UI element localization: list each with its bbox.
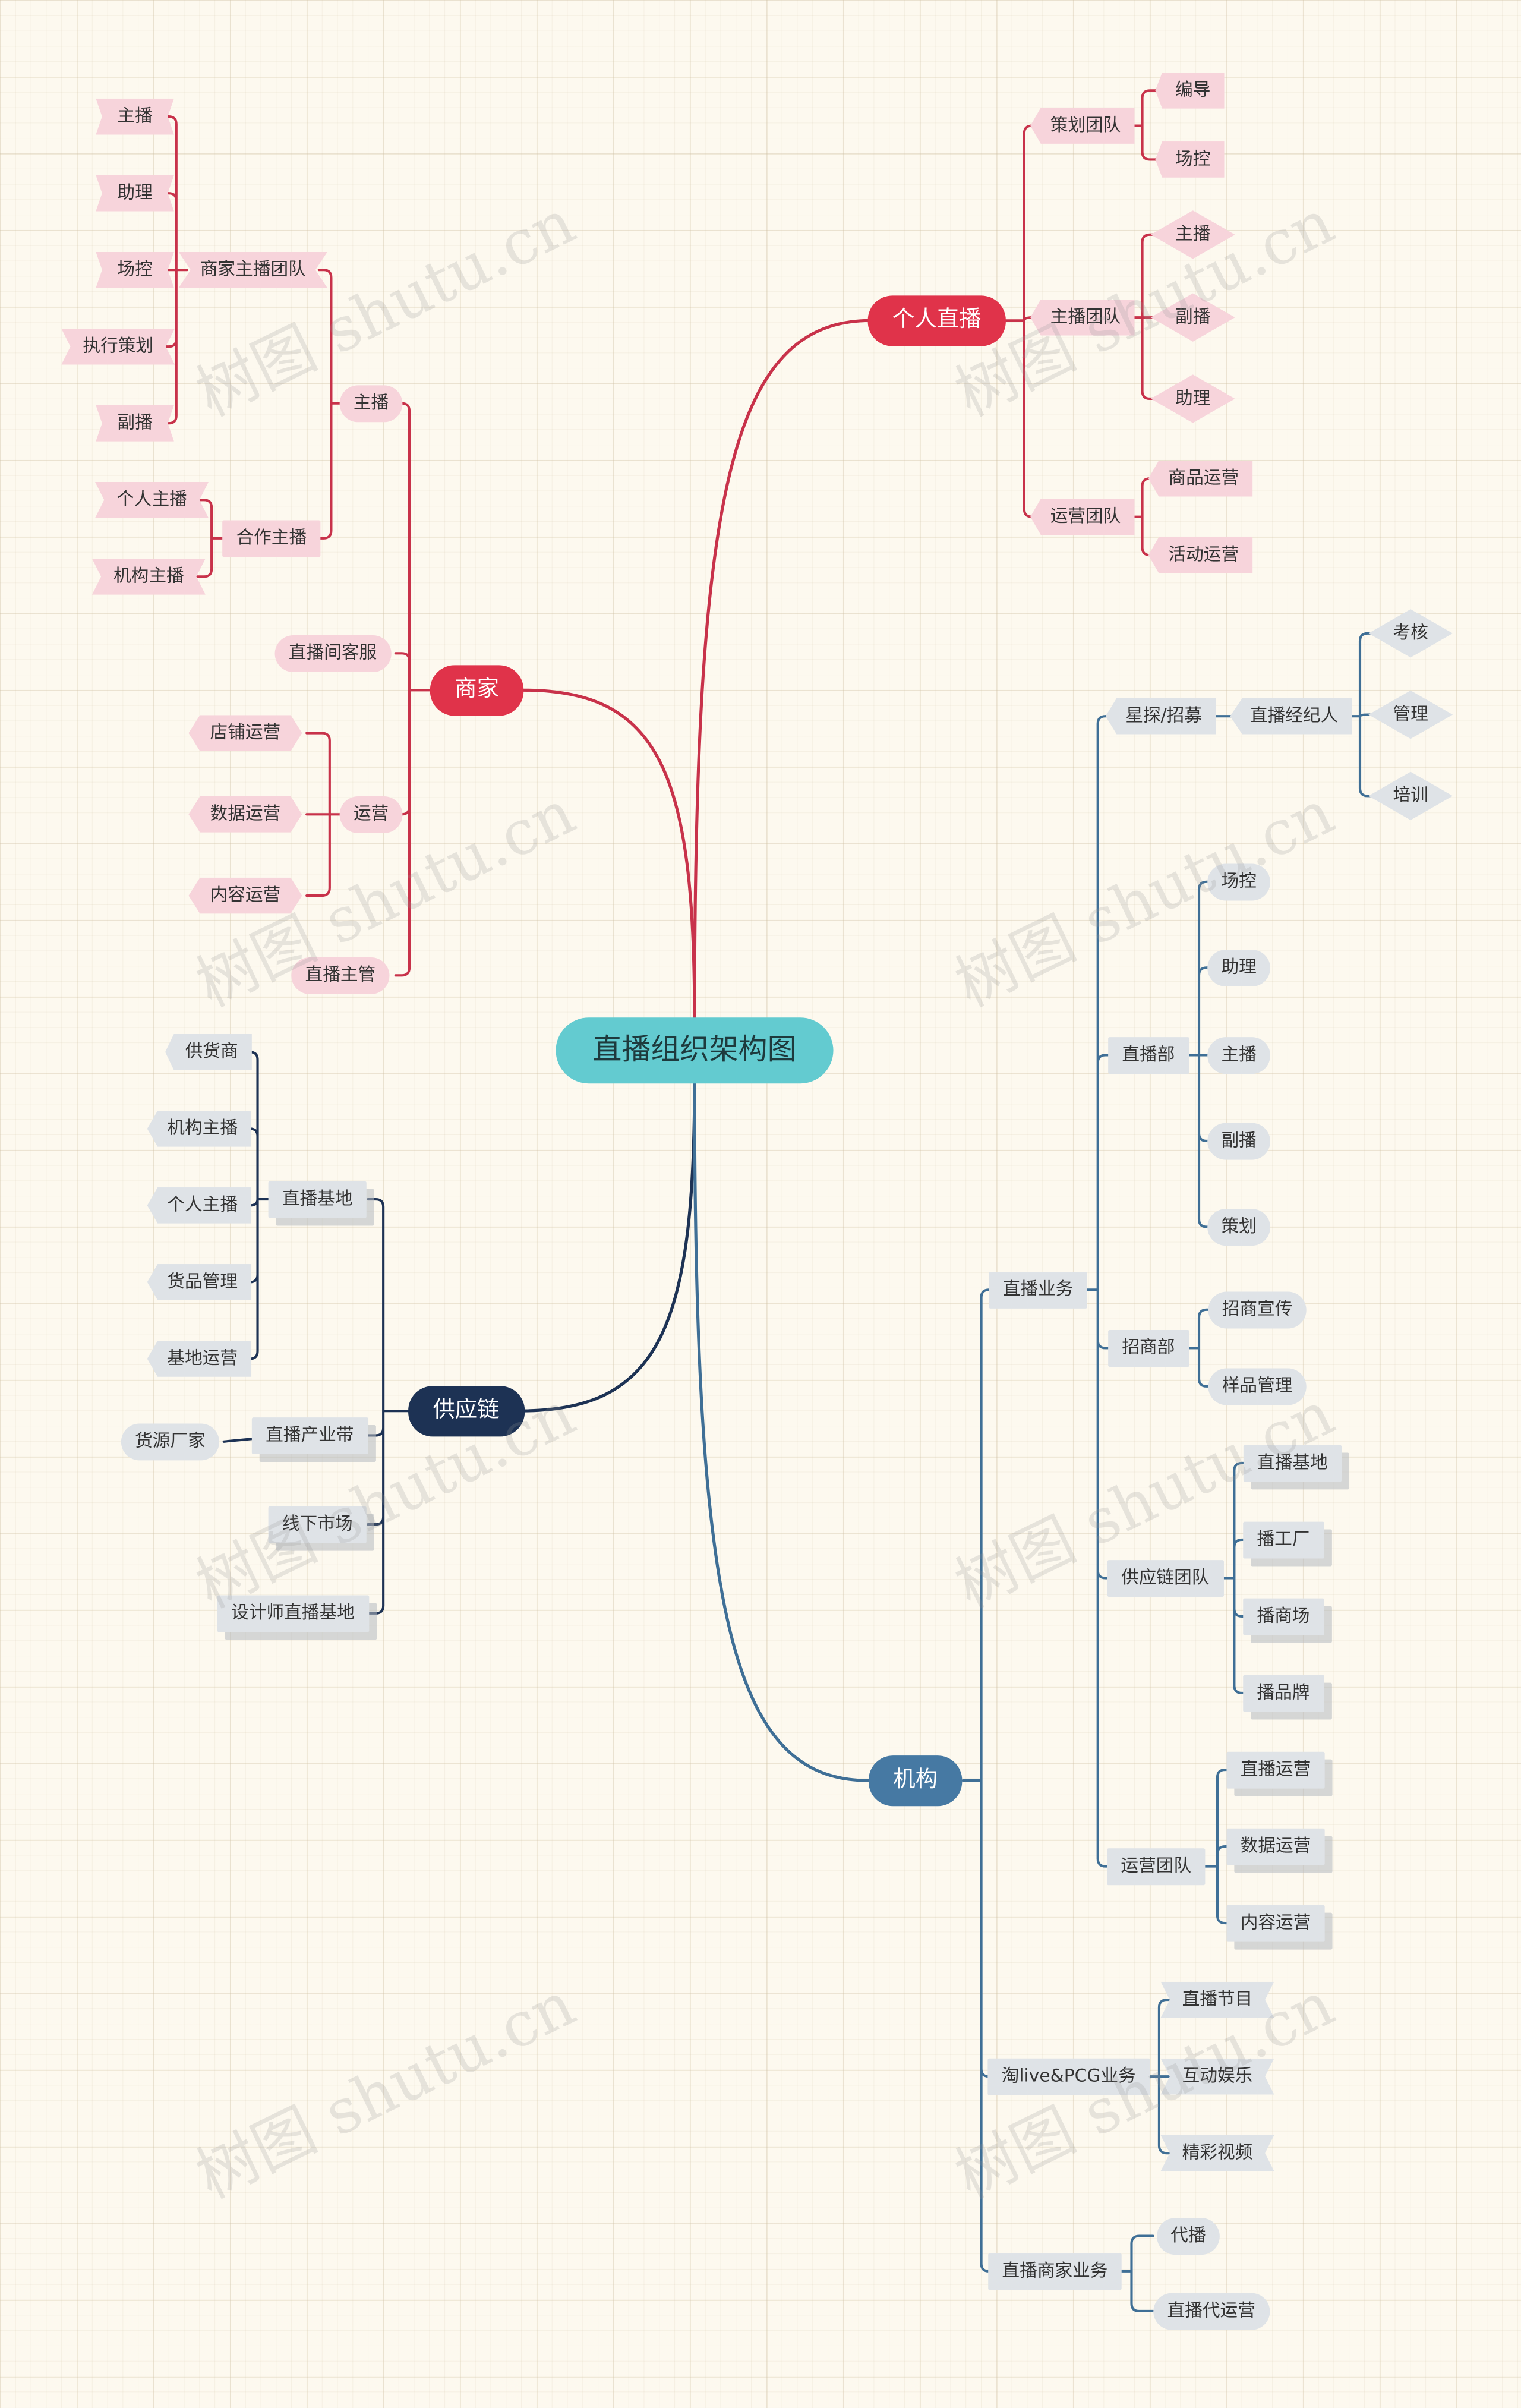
- connector: [521, 688, 696, 1022]
- node-supply-team[interactable]: 供应链团队: [1107, 1560, 1223, 1596]
- leaf-planning[interactable]: 策划: [1207, 1209, 1271, 1245]
- leaf-event-ops[interactable]: 活动运营: [1148, 537, 1253, 573]
- leaf-exec-planning[interactable]: 执行策划: [61, 328, 175, 365]
- node-agency-ops-team[interactable]: 运营团队: [1107, 1848, 1206, 1884]
- connector: [244, 1051, 274, 1360]
- node-live-customer-service[interactable]: 直播间客服: [274, 635, 391, 672]
- leaf-assistant[interactable]: 助理: [96, 175, 174, 212]
- leaf-source-factory[interactable]: 货源厂家: [121, 1423, 220, 1460]
- leaf-field-control[interactable]: 场控: [1155, 141, 1225, 178]
- node-anchor-team[interactable]: 主播团队: [1030, 299, 1135, 336]
- leaf-live-mall[interactable]: 播商场: [1243, 1598, 1324, 1635]
- node-merchant-anchor[interactable]: 主播: [339, 385, 403, 422]
- branch-merchant[interactable]: 商家: [430, 665, 524, 716]
- connector: [1115, 2234, 1154, 2313]
- leaf-live-ops[interactable]: 直播运营: [1226, 1751, 1325, 1788]
- leaf-content-ops[interactable]: 内容运营: [1226, 1905, 1325, 1941]
- connector: [1179, 1308, 1217, 1388]
- leaf-proxy-streaming[interactable]: 代播: [1157, 2218, 1220, 2254]
- leaf-live-factory[interactable]: 播工厂: [1243, 1521, 1324, 1558]
- leaf-content-ops[interactable]: 内容运营: [188, 877, 302, 914]
- connector: [190, 499, 228, 578]
- leaf-field-control[interactable]: 场控: [1207, 863, 1271, 900]
- node-taolive-pcg[interactable]: 淘live&PCG业务: [987, 2058, 1150, 2095]
- node-planning-team[interactable]: 策划团队: [1030, 108, 1135, 144]
- leaf-individual-anchor[interactable]: 个人主播: [147, 1187, 252, 1224]
- leaf-live-brand[interactable]: 播品牌: [1243, 1675, 1324, 1712]
- connector: [367, 1197, 412, 1615]
- leaf-assistant[interactable]: 助理: [1207, 950, 1271, 986]
- connector: [1214, 1461, 1251, 1695]
- branch-agency[interactable]: 机构: [868, 1755, 963, 1806]
- connector: [518, 1079, 696, 1413]
- node-merchant-anchor-team[interactable]: 商家主播团队: [178, 251, 327, 288]
- node-live-agent[interactable]: 直播经纪人: [1230, 698, 1352, 735]
- leaf-field-control[interactable]: 场控: [96, 251, 174, 288]
- leaf-product-ops[interactable]: 商品运营: [1148, 460, 1253, 497]
- leaf-featured-video[interactable]: 精彩视频: [1160, 2135, 1274, 2171]
- connector: [305, 732, 348, 897]
- leaf-co-anchor[interactable]: 副播: [1207, 1123, 1271, 1159]
- leaf-anchor[interactable]: 主播: [96, 98, 174, 135]
- connector: [394, 402, 433, 977]
- connector: [693, 1079, 870, 1782]
- node-live-manager[interactable]: 直播主管: [291, 957, 390, 994]
- leaf-goods-management[interactable]: 货品管理: [147, 1264, 252, 1300]
- node-live-dept[interactable]: 直播部: [1108, 1037, 1189, 1073]
- leaf-interactive-entertainment[interactable]: 互动娱乐: [1160, 2058, 1274, 2095]
- leaf-agency-anchor[interactable]: 机构主播: [91, 558, 206, 595]
- leaf-investment-promo[interactable]: 招商宣传: [1208, 1291, 1307, 1328]
- node-ops-team[interactable]: 运营团队: [1030, 499, 1135, 535]
- leaf-agency-anchor[interactable]: 机构主播: [147, 1110, 252, 1147]
- node-industry-belt[interactable]: 直播产业带: [251, 1417, 368, 1454]
- node-merchant-ops[interactable]: 运营: [339, 796, 403, 833]
- leaf-store-ops[interactable]: 店铺运营: [188, 715, 302, 751]
- node-coop-anchor[interactable]: 合作主播: [222, 520, 321, 557]
- root-node[interactable]: 直播组织架构图: [556, 1017, 834, 1084]
- node-designer-base[interactable]: 设计师直播基地: [217, 1595, 368, 1632]
- leaf-supplier[interactable]: 供货商: [165, 1033, 252, 1070]
- node-scout-recruit[interactable]: 星探/招募: [1105, 698, 1216, 735]
- connector: [693, 319, 873, 1022]
- branch-personal-live[interactable]: 个人直播: [867, 295, 1006, 346]
- leaf-base-ops[interactable]: 基地运营: [147, 1341, 252, 1377]
- connector: [317, 269, 348, 540]
- connector: [961, 1288, 998, 2273]
- node-merchant-business[interactable]: 直播商家业务: [988, 2253, 1122, 2290]
- leaf-director[interactable]: 编导: [1155, 72, 1225, 109]
- node-investment-dept[interactable]: 招商部: [1108, 1330, 1189, 1366]
- connector: [1081, 715, 1116, 1868]
- branch-supply-chain[interactable]: 供应链: [408, 1386, 524, 1436]
- connector: [161, 115, 188, 425]
- leaf-anchor[interactable]: 主播: [1207, 1037, 1271, 1073]
- connector: [1179, 880, 1217, 1228]
- node-live-business[interactable]: 直播业务: [989, 1271, 1087, 1308]
- node-live-base[interactable]: 直播基地: [268, 1181, 367, 1218]
- connector: [222, 1437, 258, 1443]
- leaf-data-ops[interactable]: 数据运营: [188, 796, 302, 833]
- leaf-co-anchor[interactable]: 副播: [96, 405, 174, 442]
- connector: [1197, 1768, 1236, 1925]
- leaf-sample-management[interactable]: 样品管理: [1208, 1368, 1307, 1405]
- leaf-live-agency-ops[interactable]: 直播代运营: [1153, 2293, 1270, 2330]
- leaf-live-program[interactable]: 直播节目: [1160, 1981, 1274, 2018]
- leaf-data-ops[interactable]: 数据运营: [1226, 1828, 1325, 1865]
- leaf-individual-anchor[interactable]: 个人主播: [94, 481, 209, 518]
- connector: [1139, 1999, 1176, 2155]
- leaf-live-base[interactable]: 直播基地: [1243, 1445, 1342, 1482]
- node-offline-market[interactable]: 线下市场: [268, 1506, 367, 1543]
